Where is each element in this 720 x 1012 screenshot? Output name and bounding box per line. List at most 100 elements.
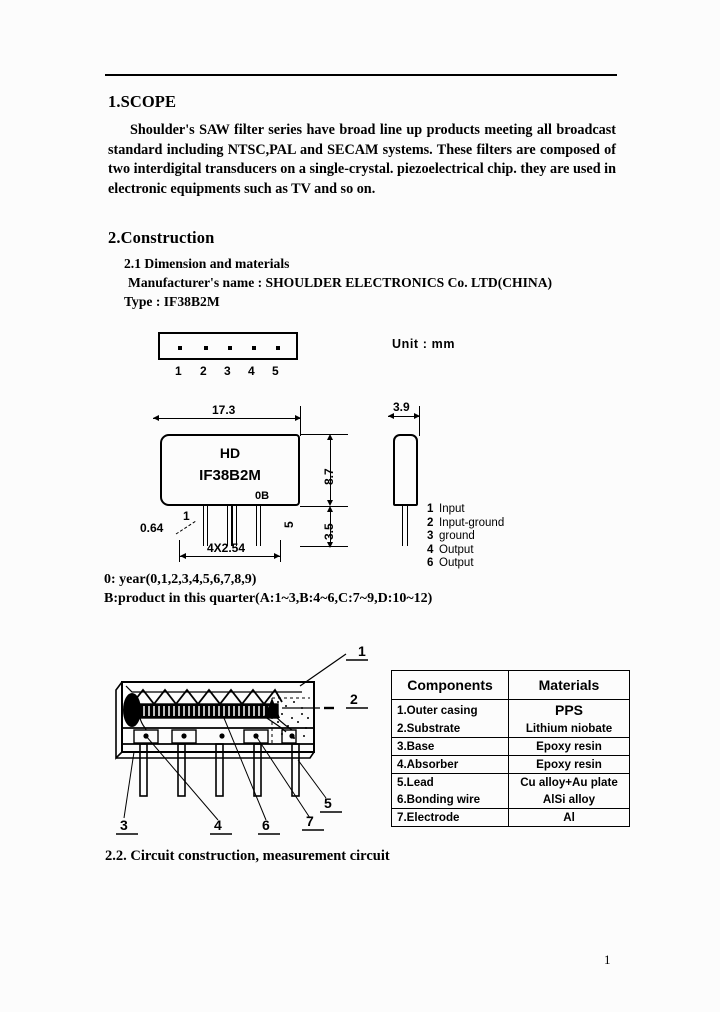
construction-heading: 2.Construction	[108, 228, 215, 247]
material-component: 2.Substrate	[391, 720, 509, 738]
dimension-arrow	[327, 542, 333, 548]
pitch-dimension-label: 4X2.54	[207, 541, 246, 555]
pin-dot	[178, 346, 182, 350]
header-rule	[105, 74, 617, 76]
extension-line	[300, 406, 301, 436]
cutaway-callout-1: 1	[358, 643, 366, 659]
cutaway-callout-6: 6	[262, 817, 270, 833]
pin-dot	[204, 346, 208, 350]
pin-function-name: ground	[439, 530, 475, 543]
extension-line	[280, 540, 281, 562]
side-view-lead	[402, 506, 408, 546]
pin-dot	[228, 346, 232, 350]
pin-function-name: Output	[439, 543, 474, 556]
pin-number-label: 1	[175, 364, 182, 378]
material-name: Epoxy resin	[508, 755, 630, 774]
lead-length-dimension-label: 3.5	[322, 523, 336, 540]
pin-function-number: 3	[427, 530, 434, 543]
pin-number-label: 5	[272, 364, 279, 378]
extension-line	[300, 434, 348, 435]
type-line: Type : IF38B2M	[124, 294, 220, 309]
extension-line	[300, 506, 348, 507]
extension-line	[179, 540, 180, 562]
date-code-year-note: 0: year(0,1,2,3,4,5,6,7,8,9)	[104, 572, 257, 587]
pin-number-label: 3	[224, 364, 231, 378]
unit-label: Unit : mm	[392, 337, 456, 351]
pin-function-number: 6	[427, 557, 434, 570]
front-view-pin5-label: 5	[282, 521, 296, 528]
package-marking-hd: HD	[219, 445, 241, 461]
pin-function-row: 2 Input-ground	[427, 517, 504, 531]
scope-heading: 1.SCOPE	[108, 92, 177, 111]
pin-function-row: 3 ground	[427, 530, 504, 544]
cutaway-callout-5: 5	[324, 795, 332, 811]
lead-width-label: 0.64	[140, 521, 164, 535]
cutaway-callout-7: 7	[306, 813, 314, 829]
material-component: 4.Absorber	[391, 755, 509, 774]
material-name: Lithium niobate	[508, 720, 630, 738]
pin-function-name: Input	[439, 503, 465, 515]
dimension-arrow	[414, 413, 420, 419]
table-header-row: Components Materials	[391, 670, 630, 700]
pin-function-number: 4	[427, 543, 434, 556]
material-component: 5.Lead	[391, 773, 509, 791]
material-component: 7.Electrode	[391, 808, 509, 827]
width-dimension-label: 17.3	[212, 403, 236, 417]
pin-number-label: 2	[200, 364, 207, 378]
pin-dot	[252, 346, 256, 350]
material-name: AlSi alloy	[508, 791, 630, 809]
pin-function-name: Output	[439, 557, 474, 570]
dimension-arrow	[327, 500, 333, 506]
section-22-caption: 2.2. Circuit construction, measurement c…	[105, 848, 390, 864]
height-dimension-line	[330, 436, 331, 504]
width-dimension-line	[153, 418, 301, 419]
material-name: Al	[508, 808, 630, 827]
table-row: 2.Substrate Lithium niobate	[391, 720, 630, 738]
table-row: 6.Bonding wire AlSi alloy	[391, 791, 630, 809]
dimension-arrow	[180, 553, 186, 559]
manufacturer-name-line: Manufacturer's name : SHOULDER ELECTRONI…	[128, 275, 553, 290]
cutaway-construction-diagram: 1 2 3 4 5 6 7	[115, 643, 368, 835]
package-top-view	[158, 332, 298, 360]
pin-function-number: 2	[427, 516, 434, 529]
package-front-view	[160, 434, 300, 506]
dimension-arrow	[274, 553, 280, 559]
table-row: 5.Lead Cu alloy+Au plate	[391, 773, 630, 791]
lead-length-dimension-line	[330, 508, 331, 546]
pin-function-row: 4 Output	[427, 544, 504, 558]
cutaway-callout-4: 4	[214, 817, 222, 833]
table-row: 3.Base Epoxy resin	[391, 737, 630, 756]
package-lead	[256, 506, 261, 546]
dimension-arrow	[388, 413, 394, 419]
cutaway-callout-3: 3	[120, 817, 128, 833]
package-lead	[203, 506, 208, 546]
date-code-quarter-note: B:product in this quarter(A:1~3,B:4~6,C:…	[104, 591, 433, 606]
table-row: 1.Outer casing PPS	[391, 699, 630, 720]
dimension-arrow	[327, 506, 333, 512]
material-component: 3.Base	[391, 737, 509, 756]
table-row: 7.Electrode Al	[391, 808, 630, 827]
material-component: 1.Outer casing	[391, 699, 509, 720]
pin-function-name: Input-ground	[439, 516, 505, 529]
dimension-arrow	[153, 415, 159, 421]
pin-function-row: 6 Output	[427, 557, 504, 571]
height-dimension-label: 8.7	[322, 468, 336, 485]
extension-line	[419, 406, 420, 436]
dimension-materials-subheading: 2.1 Dimension and materials	[124, 256, 290, 271]
material-name: Cu alloy+Au plate	[508, 773, 630, 791]
front-view-pin1-label: 1	[183, 509, 190, 523]
materials-table: Components Materials 1.Outer casing PPS …	[391, 670, 630, 827]
dimension-arrow	[295, 415, 301, 421]
material-name: PPS	[508, 699, 630, 720]
extension-line	[300, 546, 348, 547]
package-lead	[232, 506, 237, 546]
table-header-materials: Materials	[508, 670, 630, 700]
material-name: Epoxy resin	[508, 737, 630, 756]
package-marking-date-code: 0B	[255, 490, 270, 502]
pin-dot	[276, 346, 280, 350]
package-side-view	[393, 434, 418, 506]
table-header-components: Components	[391, 670, 509, 700]
